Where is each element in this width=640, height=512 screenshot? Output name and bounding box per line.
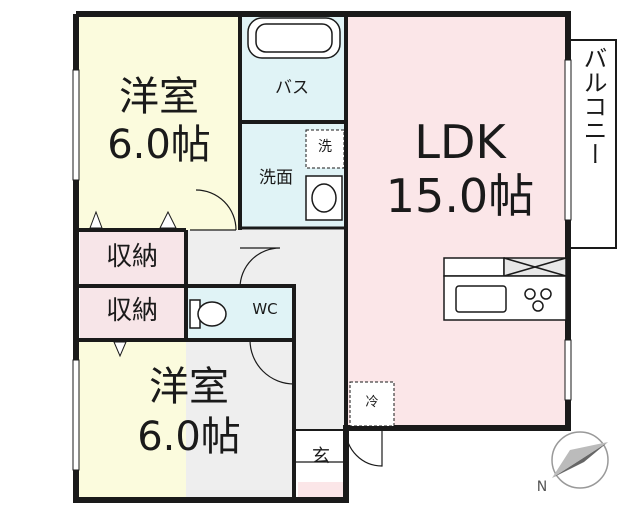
balcony-label: バルコニー — [579, 46, 607, 166]
balcony-fill — [570, 40, 616, 248]
fridge-label: 冷 — [365, 395, 379, 410]
compass — [551, 431, 609, 489]
wash-basin — [305, 175, 343, 221]
ldk-size: 15.0帖 — [385, 169, 535, 223]
kitchen-counter — [443, 257, 567, 321]
storage-1-fill — [80, 232, 184, 284]
storage-1-label: 収納 — [105, 242, 158, 272]
entrance-mat — [298, 482, 344, 498]
windows — [72, 59, 572, 471]
bathtub — [247, 17, 341, 59]
western-room-top-name: 洋室 — [119, 74, 199, 120]
western-room-top-size: 6.0帖 — [107, 122, 211, 168]
washer-label: 洗 — [318, 139, 332, 155]
washroom-label: 洗面 — [259, 168, 293, 188]
toilet-label: WC — [252, 300, 278, 318]
bath-label: バス — [275, 78, 309, 98]
western-room-bottom-name: 洋室 — [149, 364, 229, 410]
walls — [73, 11, 617, 503]
storage-2-fill — [80, 288, 184, 338]
washer-space — [305, 129, 345, 169]
entrance-label: 玄 — [312, 446, 330, 467]
closet-markers — [89, 210, 177, 358]
storage-2-label: 収納 — [105, 296, 158, 326]
western-room-bottom-size: 6.0帖 — [137, 414, 241, 460]
compass-label: N — [536, 479, 548, 495]
ldk-name: LDK — [414, 115, 506, 169]
doors — [190, 189, 383, 467]
ldk-fill — [346, 14, 568, 428]
fridge-space — [349, 381, 395, 427]
toilet-fixture — [189, 299, 227, 329]
